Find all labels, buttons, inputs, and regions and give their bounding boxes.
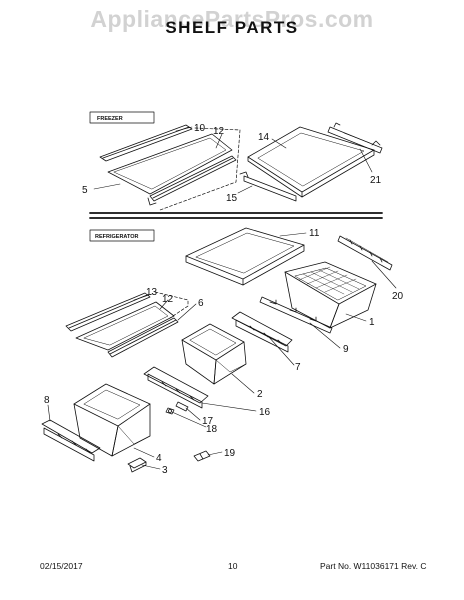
callout-15: 15: [226, 193, 238, 204]
refrigerator-label-box: [89, 229, 155, 242]
clip-part-3: [127, 457, 147, 473]
freezer-label: FREEZER: [97, 116, 123, 122]
rail-part-20: [337, 235, 393, 271]
callout-20: 20: [392, 291, 404, 302]
clip-part-17: [175, 401, 189, 412]
footer-date: 02/15/2017: [40, 561, 83, 571]
callout-12-freezer: 12: [213, 126, 225, 137]
footer-part-number: Part No. W11036171 Rev. C: [320, 561, 427, 571]
footer-page-number: 10: [228, 561, 238, 571]
callout-6: 6: [198, 298, 204, 309]
drawer-cover-part-8: [41, 419, 101, 462]
shelf-trim-part-15: [239, 171, 297, 202]
refrigerator-trim-strip-part-13: [65, 292, 151, 332]
drawer-cover-part-7: [231, 311, 293, 353]
callout-10: 10: [194, 123, 206, 134]
watermark-text: AppliancePartsPros.com: [90, 6, 374, 32]
callout-19: 19: [224, 448, 236, 459]
freezer-label-box: [89, 111, 155, 124]
callout-14: 14: [258, 132, 270, 143]
small-drawer-part-2: [181, 323, 247, 385]
freezer-side-rail-part-12: [147, 155, 237, 206]
callout-7: 7: [295, 362, 301, 373]
callout-8: 8: [44, 395, 50, 406]
callout-5: 5: [82, 185, 88, 196]
refrigerator-label: REFRIGERATOR: [95, 234, 139, 240]
callout-13: 13: [146, 287, 158, 298]
refrigerator-shelf-panel: [75, 301, 175, 351]
freezer-shelf-part-14: [247, 126, 375, 198]
drawer-slide-part-9: [259, 296, 333, 334]
crisper-drawer-part-1: [284, 261, 377, 329]
hinge-pin-part-19: [193, 450, 211, 462]
callout-21: 21: [370, 175, 382, 186]
freezer-bracket: [159, 127, 241, 211]
callout-2: 2: [257, 389, 263, 400]
callout-11: 11: [309, 228, 320, 239]
refrigerator-bracket: [154, 291, 189, 319]
page-title: SHELF PARTS: [165, 18, 299, 37]
crisper-drawer-part-4: [73, 383, 151, 457]
freezer-glass-shelf-part-5: [107, 133, 233, 195]
callout-1: 1: [369, 317, 375, 328]
shelf-rail-part-21: [327, 122, 383, 154]
callout-16: 16: [259, 407, 271, 418]
refrigerator-side-rail-part-12: [107, 317, 179, 358]
freezer-trim-strip-part-10: [99, 124, 193, 162]
refrigerator-glass-shelf-part-11: [185, 227, 305, 286]
callout-9: 9: [343, 344, 349, 355]
callout-18: 18: [206, 424, 218, 435]
leader-lines: [47, 126, 397, 470]
callout-17: 17: [202, 416, 214, 427]
callout-12-refrigerator: 12: [162, 294, 174, 305]
callout-3: 3: [162, 465, 168, 476]
drawer-slide-part-16: [143, 366, 209, 409]
screw-part-18: [165, 407, 175, 415]
callout-4: 4: [156, 453, 162, 464]
